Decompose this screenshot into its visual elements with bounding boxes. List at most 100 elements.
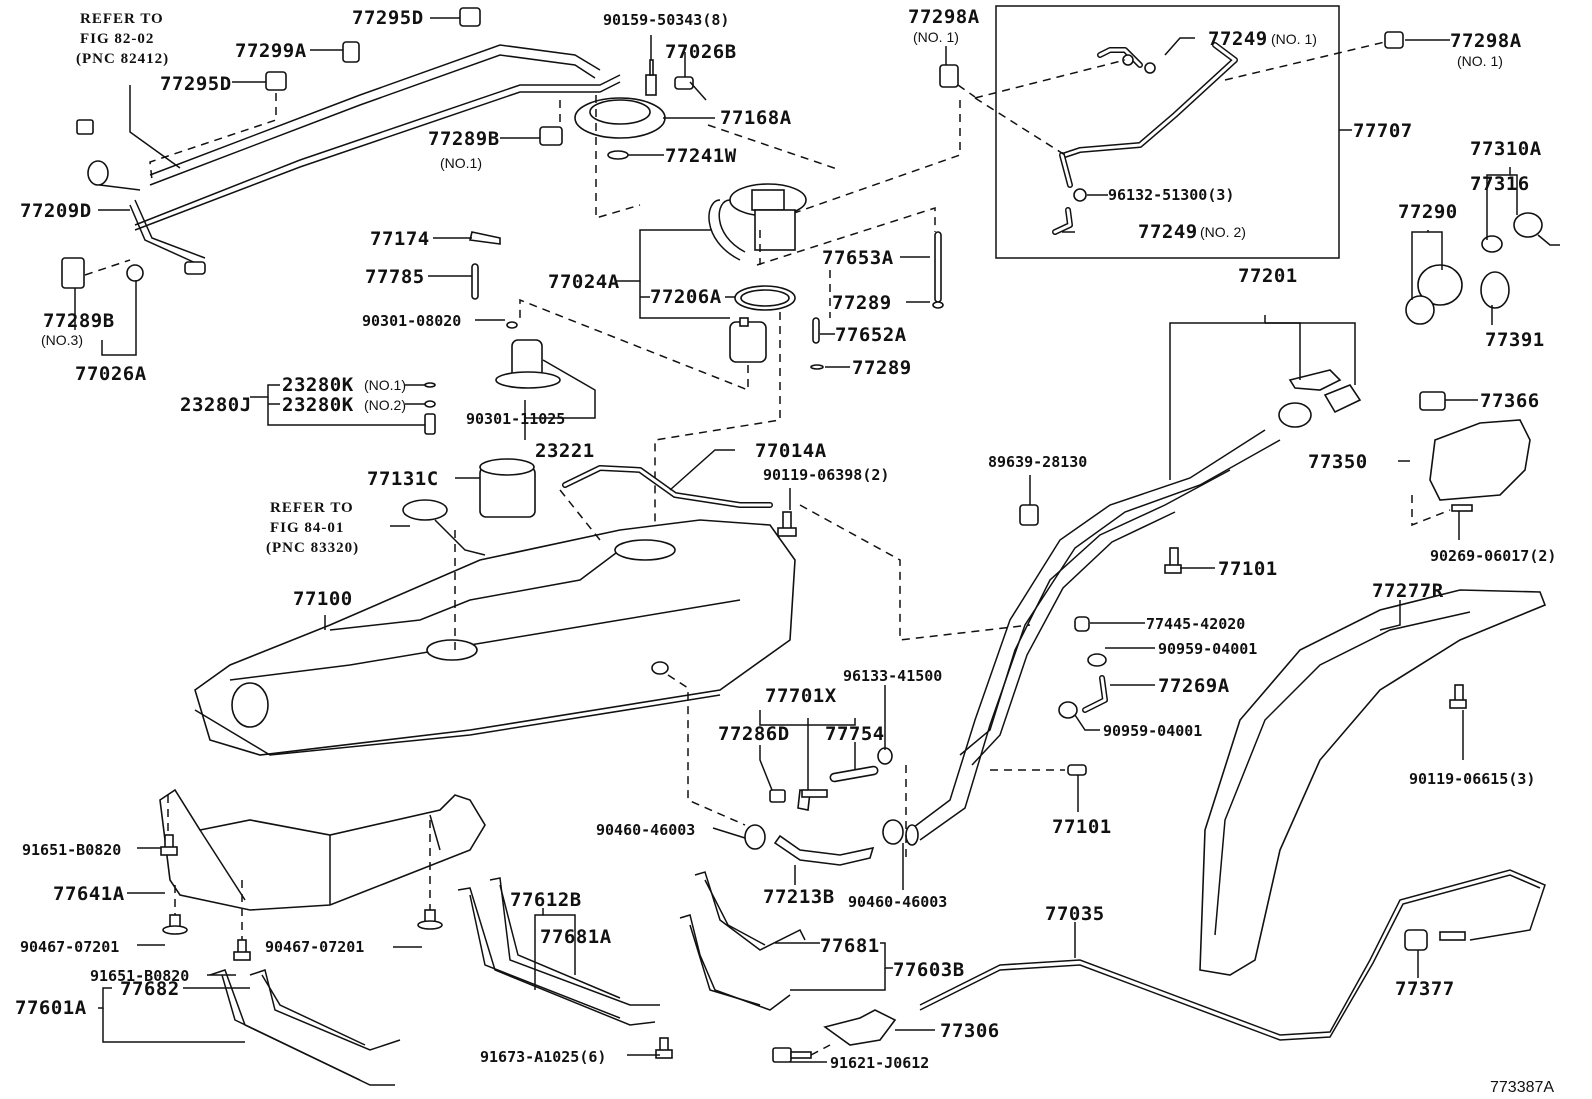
part-label-77174[interactable]: 77174 [370, 228, 430, 250]
part-label-91651-B0820[interactable]: 91651-B0820 [22, 841, 121, 859]
part-label-77707[interactable]: 77707 [1353, 120, 1413, 142]
part-label-90460-46003[interactable]: 90460-46003 [848, 893, 947, 911]
part-label-77391[interactable]: 77391 [1485, 329, 1545, 351]
retainer-ring-77168A [574, 97, 666, 139]
gasket-77241W [607, 150, 629, 160]
part-label-77249-no1[interactable]: 77249 [1208, 28, 1268, 50]
part-label-77377[interactable]: 77377 [1395, 978, 1455, 1000]
part-label-90301-11025[interactable]: 90301-11025 [466, 410, 565, 428]
bolt-90159-50343 [645, 59, 657, 96]
part-label-23280K-no2[interactable]: 23280K [282, 394, 354, 416]
part-label-77785[interactable]: 77785 [365, 266, 425, 288]
part-label-77612B[interactable]: 77612B [510, 889, 582, 911]
part-sublabel: (NO.2) [364, 397, 406, 413]
part-label-77035[interactable]: 77035 [1045, 903, 1105, 925]
part-label-77168A[interactable]: 77168A [720, 107, 792, 129]
part-label-77290[interactable]: 77290 [1398, 201, 1458, 223]
part-label-90159-50343[interactable]: 90159-50343(8) [603, 11, 729, 29]
part-label-77213B[interactable]: 77213B [763, 886, 835, 908]
part-label-90467-07201[interactable]: 90467-07201 [265, 938, 364, 956]
part-label-23280J[interactable]: 23280J [180, 394, 252, 416]
part-label-91651-B0820[interactable]: 91651-B0820 [90, 967, 189, 985]
part-label-77026A[interactable]: 77026A [75, 363, 147, 385]
reference-note-fig-84-01: REFER TO FIG 84-01 (PNC 83320) [266, 500, 358, 556]
part-label-77682[interactable]: 77682 [120, 978, 180, 1000]
part-label-77206A[interactable]: 77206A [650, 286, 722, 308]
hose-77269A [1082, 675, 1108, 713]
fuel-tank-77100 [194, 519, 796, 756]
part-label-77101[interactable]: 77101 [1218, 558, 1278, 580]
part-label-77024A[interactable]: 77024A [548, 271, 620, 293]
clamp-90460-46003-right [882, 819, 904, 845]
part-label-77298A[interactable]: 77298A [1450, 30, 1522, 52]
fuel-filter-77024A [729, 317, 767, 363]
clamp-90959-04001-upper [1087, 653, 1107, 667]
part-label-90959-04001[interactable]: 90959-04001 [1103, 722, 1202, 740]
part-label-77366[interactable]: 77366 [1480, 390, 1540, 412]
part-label-90959-04001[interactable]: 90959-04001 [1158, 640, 1257, 658]
part-label-77306[interactable]: 77306 [940, 1020, 1000, 1042]
part-label-77131C[interactable]: 77131C [367, 468, 439, 490]
part-label-23221[interactable]: 23221 [535, 440, 595, 462]
part-label-77269A[interactable]: 77269A [1158, 675, 1230, 697]
band-77603B [679, 871, 806, 1011]
part-label-77754[interactable]: 77754 [825, 723, 885, 745]
clip-77289 [810, 364, 824, 370]
part-label-77201[interactable]: 77201 [1238, 265, 1298, 287]
part-label-77241W[interactable]: 77241W [665, 145, 737, 167]
part-sublabel: (NO. 1) [913, 29, 959, 45]
part-label-77299A[interactable]: 77299A [235, 40, 307, 62]
bolt-90119-06615 [1449, 684, 1467, 709]
vent-tube-group-box [995, 5, 1340, 259]
part-label-77681[interactable]: 77681 [820, 935, 880, 957]
part-label-77350[interactable]: 77350 [1308, 451, 1368, 473]
connector-77026B [674, 76, 707, 101]
part-label-77209D[interactable]: 77209D [20, 200, 92, 222]
part-label-77249-no2[interactable]: 77249 [1138, 221, 1198, 243]
part-label-90119-06615[interactable]: 90119-06615(3) [1409, 770, 1535, 788]
part-label-77701X[interactable]: 77701X [765, 685, 837, 707]
part-label-77101[interactable]: 77101 [1052, 816, 1112, 838]
part-sublabel: (NO. 2) [1200, 224, 1246, 240]
wheel-liner-77277R [1199, 589, 1547, 976]
part-label-77445-42020[interactable]: 77445-42020 [1146, 615, 1245, 633]
part-label-77653A[interactable]: 77653A [822, 247, 894, 269]
part-label-77641A[interactable]: 77641A [53, 883, 125, 905]
part-label-77289B-no3[interactable]: 77289B [43, 310, 115, 332]
part-label-90301-08020[interactable]: 90301-08020 [362, 312, 461, 330]
part-label-77652A[interactable]: 77652A [835, 324, 907, 346]
part-label-91621-J0612[interactable]: 91621-J0612 [830, 1054, 929, 1072]
part-label-77277R[interactable]: 77277R [1372, 580, 1444, 602]
bolt-90119-06398 [777, 511, 797, 537]
pump-body-23221 [495, 339, 596, 419]
part-label-90460-46003[interactable]: 90460-46003 [596, 821, 695, 839]
part-label-23280K-no1[interactable]: 23280K [282, 374, 354, 396]
part-label-89639-28130[interactable]: 89639-28130 [988, 453, 1087, 471]
part-label-96133-41500[interactable]: 96133-41500 [843, 667, 942, 685]
part-label-77026B[interactable]: 77026B [665, 41, 737, 63]
part-label-77289[interactable]: 77289 [832, 292, 892, 314]
part-label-77310A[interactable]: 77310A [1470, 138, 1542, 160]
part-label-77100[interactable]: 77100 [293, 588, 353, 610]
part-label-77298A[interactable]: 77298A [908, 6, 980, 28]
part-label-91673-A1025[interactable]: 91673-A1025(6) [480, 1048, 606, 1066]
part-label-96132-51300[interactable]: 96132-51300(3) [1108, 186, 1234, 204]
part-label-90269-06017[interactable]: 90269-06017(2) [1430, 547, 1556, 565]
lock-77366 [1419, 391, 1446, 411]
part-label-77601A[interactable]: 77601A [15, 997, 87, 1019]
part-label-77603B[interactable]: 77603B [893, 959, 965, 981]
filler-pipe-assembly [905, 402, 1312, 846]
part-label-77286D[interactable]: 77286D [718, 723, 790, 745]
part-label-90119-06398[interactable]: 90119-06398(2) [763, 466, 889, 484]
part-label-90467-07201[interactable]: 90467-07201 [20, 938, 119, 956]
part-label-77316[interactable]: 77316 [1470, 173, 1530, 195]
part-label-77295D[interactable]: 77295D [352, 7, 424, 29]
fuel-tube-assembly [89, 44, 621, 266]
part-label-77681A[interactable]: 77681A [540, 926, 612, 948]
part-label-77295D[interactable]: 77295D [160, 73, 232, 95]
part-label-77289[interactable]: 77289 [852, 357, 912, 379]
part-label-77289B-no1[interactable]: 77289B [428, 128, 500, 150]
fuel-pump-77024A [708, 183, 807, 261]
ref-line-2: FIG 82-02 [80, 31, 154, 47]
part-label-77014A[interactable]: 77014A [755, 440, 827, 462]
